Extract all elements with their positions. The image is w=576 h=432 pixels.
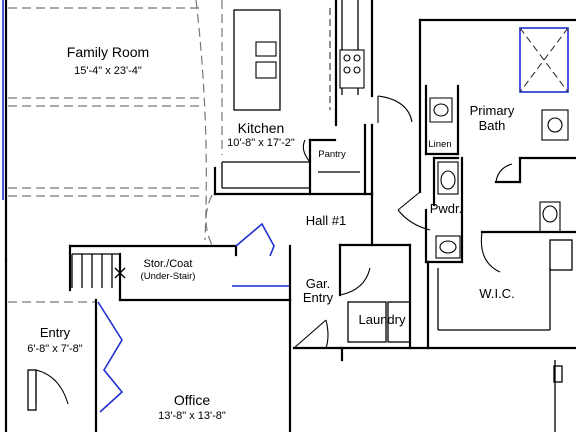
entry-office-area	[8, 298, 124, 432]
kitchen-label: Kitchen	[238, 120, 285, 136]
primary-bath-label-line1: Primary	[470, 103, 515, 118]
storage-label: Stor./Coat	[144, 258, 193, 270]
linen-label: Linen	[428, 139, 451, 150]
garage-entry-label-line2: Entry	[303, 290, 334, 305]
sink-icon	[255, 61, 277, 79]
room-labels: Family Room 15'-4" x 23'-4" Kitchen 10'-…	[27, 44, 515, 422]
hall-laundry-area	[288, 192, 576, 432]
hall-label: Hall #1	[306, 213, 346, 228]
storage-note: (Under-Stair)	[141, 271, 196, 282]
stair-storage-area	[68, 222, 292, 302]
kitchen-area	[213, 0, 413, 196]
entry-dims: 6'-8" x 7'-8"	[27, 343, 83, 355]
sink-icon	[255, 41, 277, 57]
pantry-label: Pantry	[318, 149, 346, 160]
sink-icon	[433, 103, 449, 117]
office-label: Office	[174, 392, 211, 408]
office-dims: 13'-8" x 13'-8"	[158, 410, 226, 422]
bath-area	[397, 18, 576, 264]
primary-bath-label-line2: Bath	[479, 118, 506, 133]
door-swing	[97, 301, 124, 413]
kitchen-dims: 10'-8" x 17'-2"	[227, 137, 295, 149]
family-room-label: Family Room	[67, 44, 149, 60]
powder-label: Pwdr.	[430, 201, 463, 216]
family-room-dims: 15'-4" x 23'-4"	[74, 65, 142, 77]
shower-icon	[519, 27, 569, 93]
sink-icon	[439, 240, 457, 254]
door-swing	[235, 222, 275, 257]
garage-entry-label-line1: Gar.	[306, 276, 331, 291]
entry-label: Entry	[40, 325, 71, 340]
wic-label: W.I.C.	[479, 286, 514, 301]
toilet-icon	[440, 170, 456, 190]
toilet-icon	[542, 205, 558, 223]
family-room-area	[2, 0, 223, 432]
sink-icon	[547, 117, 563, 133]
kitchen-island	[233, 9, 281, 111]
laundry-label: Laundry	[359, 312, 406, 327]
